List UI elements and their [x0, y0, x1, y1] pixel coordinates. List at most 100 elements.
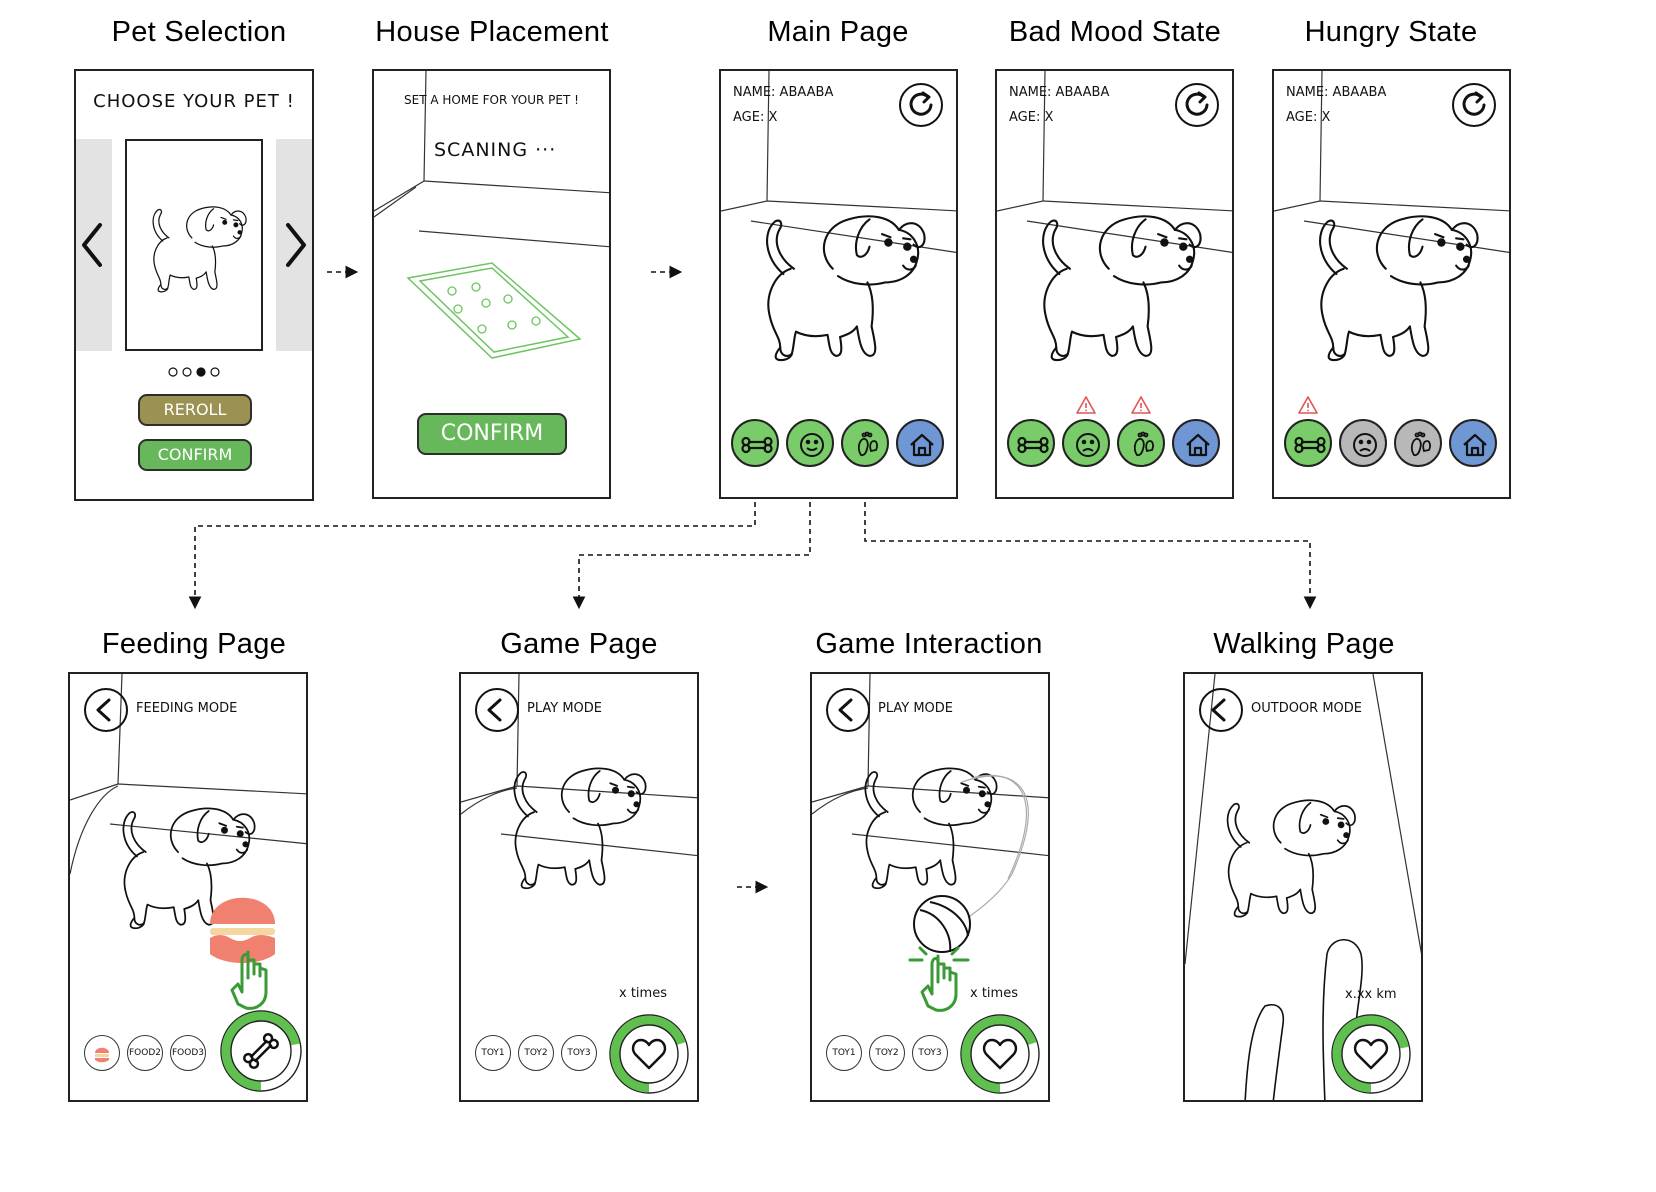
confirm-pet-button[interactable]: CONFIRM [138, 439, 252, 471]
pet-selection-header: CHOOSE YOUR PET ! [93, 91, 295, 112]
mode-label: PLAY MODE [527, 701, 603, 716]
bone-icon [1017, 436, 1049, 454]
dog-illustration [122, 807, 256, 930]
main-page-title: Main Page [767, 16, 909, 48]
reroll-button[interactable]: REROLL [138, 394, 252, 426]
dog-illustration [766, 215, 926, 362]
walk-button[interactable] [1394, 419, 1442, 467]
toy-item-3[interactable]: TOY3 [912, 1035, 948, 1071]
heart-icon [631, 1038, 667, 1070]
mood-button[interactable] [1339, 419, 1387, 467]
game-screen: PLAY MODE x times TOY1 TOY2 TOY3 [459, 672, 699, 1102]
chevron-left-icon [82, 223, 102, 267]
pet-age: AGE: X [1286, 110, 1331, 125]
house-placement-screen: SET A HOME FOR YOUR PET ! SCANING ··· CO… [372, 69, 611, 499]
house-icon [910, 433, 934, 457]
pet-selection-title: Pet Selection [111, 16, 287, 48]
back-arrow-icon [838, 698, 853, 722]
carousel-dot [168, 367, 178, 377]
food-item-1[interactable] [84, 1035, 120, 1071]
home-button[interactable] [1172, 419, 1220, 467]
bone-icon [741, 436, 773, 454]
play-counter: x times [970, 986, 1018, 1001]
refresh-button[interactable] [1452, 83, 1496, 127]
refresh-icon [909, 92, 933, 116]
feeding-title: Feeding Page [101, 628, 287, 660]
pet-selection-screen: CHOOSE YOUR PET ! REROLL CONFIRM [74, 69, 314, 501]
footprint-icon [857, 431, 878, 457]
house-header: SET A HOME FOR YOUR PET ! [404, 93, 579, 107]
home-button[interactable] [896, 419, 944, 467]
house-placement-title: House Placement [375, 16, 609, 48]
progress-arc [221, 1011, 300, 1091]
walk-button[interactable] [1117, 419, 1165, 467]
feed-progress-ring[interactable] [220, 1010, 302, 1096]
progress-arc [610, 1015, 686, 1093]
warning-triangle-icon [1297, 395, 1319, 415]
toy-item-1[interactable]: TOY1 [475, 1035, 511, 1071]
play-progress-ring[interactable] [960, 1014, 1040, 1098]
play-progress-ring[interactable] [609, 1014, 689, 1098]
refresh-button[interactable] [899, 83, 943, 127]
refresh-button[interactable] [1175, 83, 1219, 127]
toy-item-3[interactable]: TOY3 [561, 1035, 597, 1071]
mode-label: PLAY MODE [878, 701, 954, 716]
prev-pet-button[interactable] [76, 139, 112, 351]
tap-hand-icon [230, 950, 268, 1010]
sad-face-icon [1353, 433, 1377, 457]
pet-name: NAME: ABAABA [733, 85, 834, 100]
dog-illustration [152, 206, 247, 293]
game-interaction-title: Game Interaction [815, 628, 1043, 660]
refresh-icon [1185, 92, 1209, 116]
confirm-home-button[interactable]: CONFIRM [417, 413, 567, 455]
toy-item-2[interactable]: TOY2 [518, 1035, 554, 1071]
scanning-status: SCANING ··· [434, 139, 557, 161]
carousel-dot [210, 367, 220, 377]
home-button[interactable] [1449, 419, 1497, 467]
bad-mood-title: Bad Mood State [1008, 16, 1222, 48]
hungry-title: Hungry State [1304, 16, 1478, 48]
dog-illustration [513, 767, 647, 890]
walking-title: Walking Page [1213, 628, 1395, 660]
mood-button[interactable] [1062, 419, 1110, 467]
next-pet-button[interactable] [276, 139, 312, 351]
pet-card[interactable] [125, 139, 263, 351]
walk-button[interactable] [841, 419, 889, 467]
heart-icon [982, 1038, 1018, 1070]
feed-button[interactable] [1284, 419, 1332, 467]
feed-button[interactable] [1007, 419, 1055, 467]
food-item-2[interactable]: FOOD2 [127, 1035, 163, 1071]
ball-icon [913, 895, 971, 953]
refresh-icon [1462, 92, 1486, 116]
back-button[interactable] [1199, 688, 1243, 732]
bad-mood-screen: NAME: ABAABA AGE: X [995, 69, 1234, 499]
mode-label: FEEDING MODE [136, 701, 238, 716]
pet-name: NAME: ABAABA [1286, 85, 1387, 100]
back-arrow-icon [96, 698, 111, 722]
toy-item-2[interactable]: TOY2 [869, 1035, 905, 1071]
food-item-3[interactable]: FOOD3 [170, 1035, 206, 1071]
back-button[interactable] [826, 688, 870, 732]
mood-button[interactable] [786, 419, 834, 467]
bone-icon [243, 1033, 279, 1069]
back-arrow-icon [1211, 698, 1226, 722]
dog-illustration [1319, 215, 1479, 362]
pet-age: AGE: X [1009, 110, 1054, 125]
back-button[interactable] [84, 688, 128, 732]
chevron-right-icon [286, 223, 306, 267]
heart-icon [1353, 1038, 1389, 1070]
back-arrow-icon [487, 698, 502, 722]
walk-progress-ring[interactable] [1331, 1014, 1411, 1098]
footprint-icon [1133, 431, 1154, 457]
warning-triangle-icon [1075, 395, 1097, 415]
pet-age: AGE: X [733, 110, 778, 125]
feed-button[interactable] [731, 419, 779, 467]
hungry-screen: NAME: ABAABA AGE: X [1272, 69, 1511, 499]
bone-icon [1294, 436, 1326, 454]
toy-item-1[interactable]: TOY1 [826, 1035, 862, 1071]
play-counter: x times [619, 986, 667, 1001]
back-button[interactable] [475, 688, 519, 732]
ball-trajectory [961, 774, 1029, 923]
house-icon [1186, 433, 1210, 457]
dog-illustration [1226, 799, 1356, 918]
